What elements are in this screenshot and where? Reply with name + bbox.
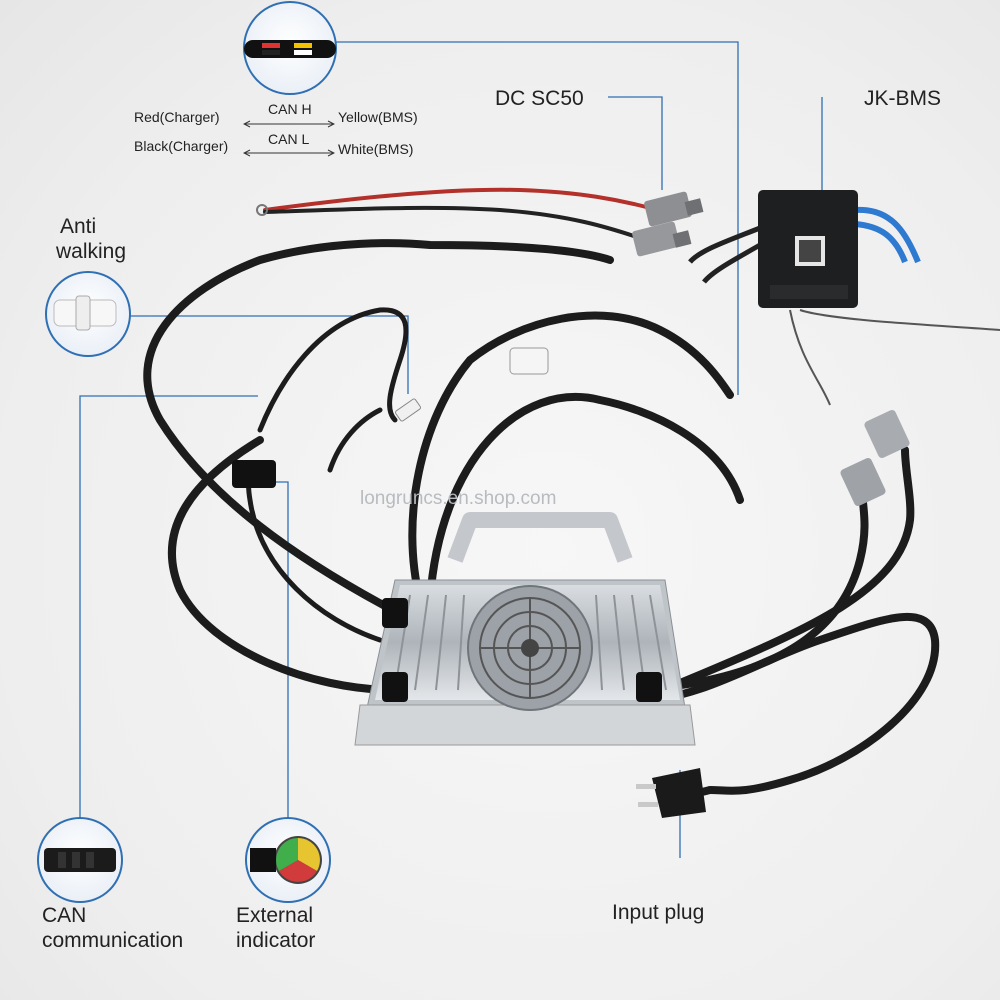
wire-pair-icon <box>243 1 337 95</box>
harness-connectors <box>232 347 910 506</box>
dc-wires <box>256 187 652 240</box>
charger-unit <box>354 512 696 746</box>
indicator-light-icon <box>245 817 331 903</box>
can-h-left-label: Red(Charger) <box>134 109 220 125</box>
input-plug-label: Input plug <box>612 901 705 924</box>
can-communication-label-line2: communication <box>42 929 184 952</box>
watermark: longruncs.en.shop.com <box>360 488 557 509</box>
can-communication-label-line1: CAN <box>42 904 87 927</box>
can-h-label: CAN H <box>268 101 312 117</box>
anti-walking-label-line1: Anti <box>60 215 97 238</box>
external-indicator-label-line2: indicator <box>236 929 316 952</box>
connector-icon <box>45 271 131 357</box>
can-l-left-label: Black(Charger) <box>134 138 229 154</box>
can-legend-arrows <box>244 124 334 153</box>
fan-icon <box>467 585 593 711</box>
can-l-right-label: White(BMS) <box>338 141 414 157</box>
dc-sc50-label: DC SC50 <box>495 87 584 110</box>
sc50-connectors <box>632 191 704 257</box>
jk-bms-label: JK-BMS <box>864 87 942 110</box>
can-plug-icon <box>37 817 123 903</box>
jk-bms-board <box>688 190 1000 406</box>
external-indicator-label-line1: External <box>236 904 314 927</box>
anti-walking-label-line2: walking <box>56 240 127 263</box>
can-h-right-label: Yellow(BMS) <box>338 109 418 125</box>
main-cables <box>143 239 940 795</box>
ac-plug-icon <box>636 768 711 818</box>
can-l-label: CAN L <box>268 131 310 147</box>
leader-lines <box>79 41 823 858</box>
